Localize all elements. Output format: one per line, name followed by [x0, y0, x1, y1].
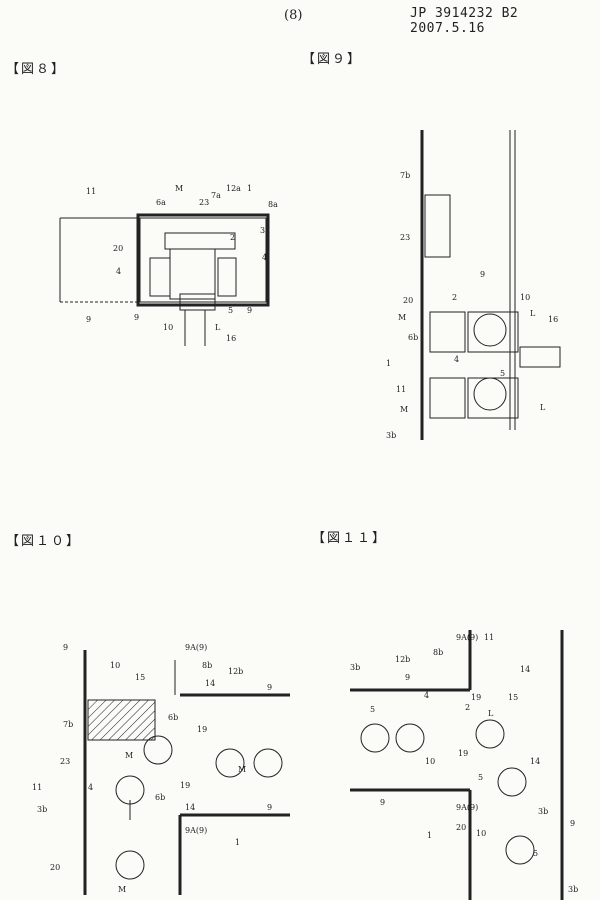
fig11-ref-19-lower: 19 — [458, 749, 468, 758]
fig10-ref-1: 1 — [235, 838, 240, 847]
fig8-ref-11: 11 — [86, 187, 96, 196]
figure-9-drawing: 7b 23 9 20 2 10 16 L M 6b 4 1 11 5 M 3b … — [386, 130, 561, 440]
fig8-ref-2: 2 — [230, 233, 235, 242]
figure-10-label: 【図１０】 — [6, 534, 82, 549]
fig8-ref-4-right: 4 — [262, 253, 267, 262]
fig11-ref-9: 9 — [405, 673, 410, 682]
fig8-ref-16: 16 — [226, 334, 236, 343]
fig9-ref-M: M — [398, 313, 406, 322]
fig9-ref-20: 20 — [403, 296, 413, 305]
fig10-ref-9-lower: 9 — [267, 803, 272, 812]
fig10-ref-19-lower: 19 — [180, 781, 190, 790]
figure-8-drawing: 11 M 6a 23 7a 12a 1 8a 20 2 3a 4 4 9 9 1… — [59, 184, 278, 346]
fig10-ref-15: 15 — [135, 673, 145, 682]
fig11-ref-9A9: 9A(9) — [456, 633, 478, 642]
fig11-ref-10-lower: 10 — [476, 829, 486, 838]
fig8-ref-6a: 6a — [156, 198, 166, 207]
fig11-ref-3b-mid: 3b — [538, 807, 548, 816]
fig9-ref-6b: 6b — [408, 333, 418, 342]
figure-8-label: 【図８】 — [6, 62, 67, 77]
figure-11-drawing: 3b 12b 8b 9A(9) 11 9 14 4 19 15 5 L 2 10… — [350, 630, 578, 900]
fig11-ref-14: 14 — [520, 665, 530, 674]
fig8-ref-M: M — [175, 184, 183, 193]
fig10-ref-6b-lower: 6b — [155, 793, 165, 802]
fig11-ref-9-lower: 9 — [380, 798, 385, 807]
fig10-ref-3b: 3b — [37, 805, 47, 814]
figure-10-drawing: 9 10 15 9A(9) 8b 12b 14 9 7b 6b 19 M 23 … — [32, 643, 290, 895]
fig10-ref-9A9: 9A(9) — [185, 643, 207, 652]
fig8-ref-7a: 7a — [211, 191, 221, 200]
fig10-ref-12b: 12b — [228, 667, 243, 676]
fig10-ref-19: 19 — [197, 725, 207, 734]
fig11-ref-12b: 12b — [395, 655, 410, 664]
fig9-ref-M-lower: M — [400, 405, 408, 414]
fig9-ref-7b: 7b — [400, 171, 410, 180]
fig11-ref-5-mid: 5 — [478, 773, 483, 782]
fig8-ref-1: 1 — [247, 184, 252, 193]
fig11-ref-1: 1 — [427, 831, 432, 840]
fig8-ref-5: 5 — [228, 306, 233, 315]
fig10-ref-10: 10 — [110, 661, 120, 670]
fig9-ref-23: 23 — [400, 233, 410, 242]
fig8-ref-20: 20 — [113, 244, 123, 253]
fig9-ref-L: L — [530, 309, 536, 318]
fig10-ref-14-lower: 14 — [185, 803, 195, 812]
fig11-ref-4: 4 — [424, 691, 429, 700]
fig8-ref-9-right: 9 — [247, 306, 252, 315]
fig10-ref-20: 20 — [50, 863, 60, 872]
fig11-ref-5: 5 — [370, 705, 375, 714]
page-number: (8) — [284, 8, 303, 23]
fig11-ref-19: 19 — [471, 693, 481, 702]
fig9-ref-2: 2 — [452, 293, 457, 302]
figure-11-label: 【図１１】 — [312, 531, 388, 546]
fig9-ref-10: 10 — [520, 293, 530, 302]
fig11-ref-L: L — [488, 709, 494, 718]
fig10-ref-M: M — [125, 751, 133, 760]
fig8-ref-4-left: 4 — [116, 267, 121, 276]
fig8-ref-3a: 3a — [260, 226, 270, 235]
fig8-ref-10: 10 — [163, 323, 173, 332]
fig9-ref-L-lower: L — [540, 403, 546, 412]
fig10-ref-9: 9 — [63, 643, 68, 652]
fig11-ref-3b-lower: 3b — [568, 885, 578, 894]
fig8-ref-L: L — [215, 323, 221, 332]
fig10-ref-14: 14 — [205, 679, 215, 688]
fig11-ref-11: 11 — [484, 633, 494, 642]
fig10-ref-4: 4 — [88, 783, 93, 792]
fig11-ref-15: 15 — [508, 693, 518, 702]
fig10-ref-9A9-lower: 9A(9) — [185, 826, 207, 835]
fig8-ref-9: 9 — [134, 313, 139, 322]
fig8-ref-12a: 12a — [226, 184, 241, 193]
fig10-ref-23: 23 — [60, 757, 70, 766]
fig8-ref-23: 23 — [199, 198, 209, 207]
fig11-ref-5-lower: 5 — [533, 849, 538, 858]
fig10-ref-11: 11 — [32, 783, 42, 792]
fig9-ref-5: 5 — [500, 369, 505, 378]
fig10-ref-9-right: 9 — [267, 683, 272, 692]
fig9-ref-4: 4 — [454, 355, 459, 364]
fig10-ref-8b: 8b — [202, 661, 212, 670]
fig11-ref-3b: 3b — [350, 663, 360, 672]
fig11-ref-14-lower: 14 — [530, 757, 540, 766]
fig9-ref-9: 9 — [480, 270, 485, 279]
fig8-ref-8a: 8a — [268, 200, 278, 209]
fig11-ref-20: 20 — [456, 823, 466, 832]
fig9-ref-1: 1 — [386, 359, 391, 368]
fig11-ref-10: 10 — [425, 757, 435, 766]
fig9-ref-11: 11 — [396, 385, 406, 394]
fig10-ref-M-right: M — [238, 765, 246, 774]
fig11-ref-8b: 8b — [433, 648, 443, 657]
fig11-ref-2: 2 — [465, 703, 470, 712]
fig11-ref-9-right: 9 — [570, 819, 575, 828]
fig10-ref-6b: 6b — [168, 713, 178, 722]
fig10-ref-M-lower: M — [118, 885, 126, 894]
fig9-ref-16: 16 — [548, 315, 558, 324]
figure-9-label: 【図９】 — [302, 52, 363, 67]
document-id: JP 3914232 B2 2007.5.16 — [410, 6, 519, 36]
fig10-ref-7b: 7b — [63, 720, 73, 729]
fig9-ref-3b: 3b — [386, 431, 396, 440]
fig8-ref-9-left: 9 — [86, 315, 91, 324]
fig11-ref-9A9-lower: 9A(9) — [456, 803, 478, 812]
